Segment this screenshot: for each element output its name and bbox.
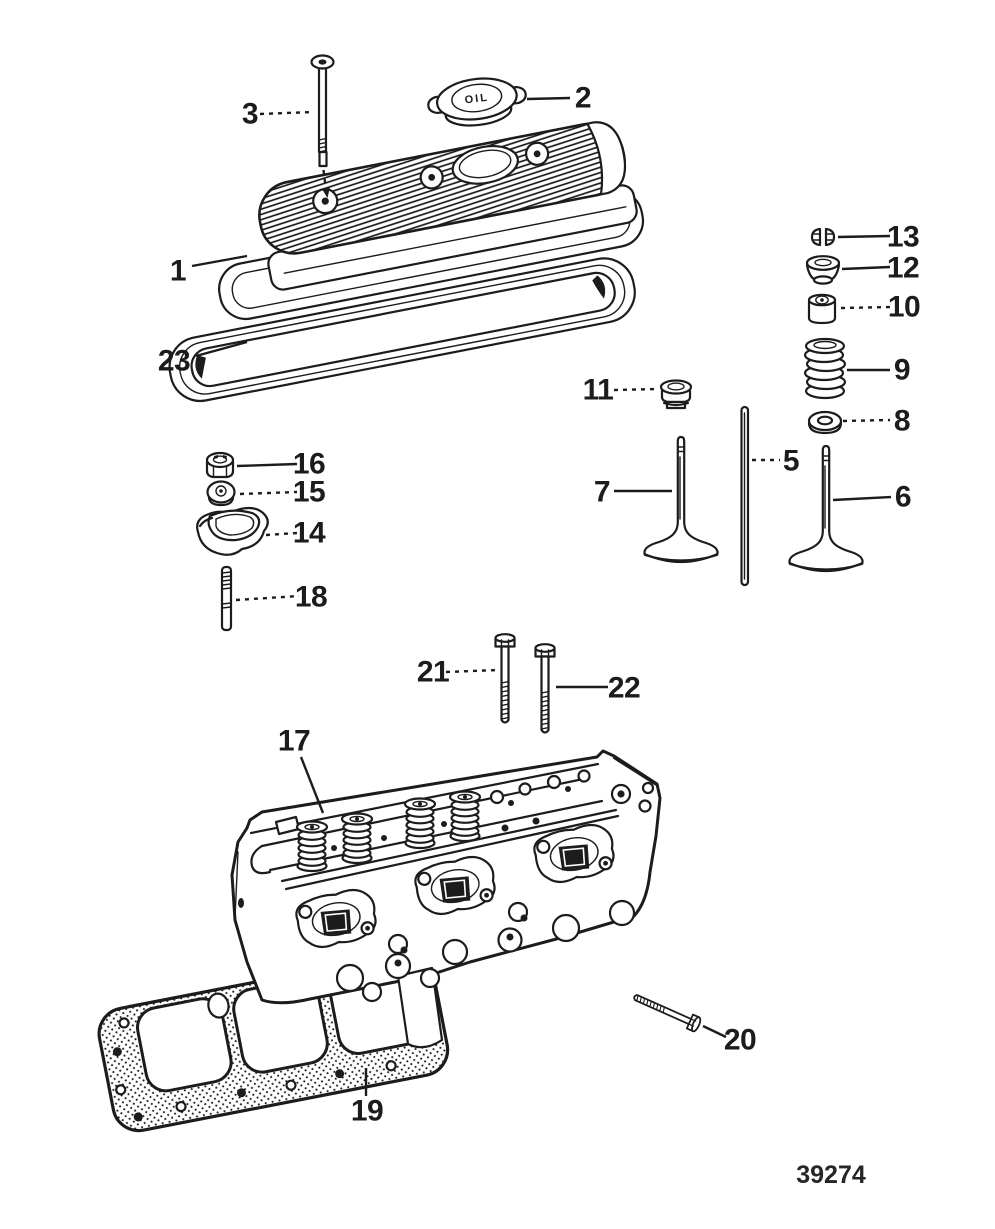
cover-screw (310, 54, 335, 198)
cylinder-head (230, 749, 662, 1049)
leader-line-15 (239, 490, 298, 496)
callout-number-6: 6 (895, 481, 911, 514)
callout-number-23: 23 (158, 345, 190, 378)
leader-line-21 (445, 668, 499, 674)
leader-line-17 (299, 756, 325, 814)
callout-number-15: 15 (293, 476, 325, 509)
valve-keepers (810, 227, 836, 247)
head-bolt-long (494, 633, 516, 724)
leader-line-1 (191, 254, 248, 268)
callout-number-21: 21 (417, 656, 449, 689)
callout-number-1: 1 (170, 255, 186, 288)
leader-line-6 (832, 495, 892, 502)
callout-number-14: 14 (293, 517, 326, 550)
callout-number-12: 12 (887, 252, 919, 285)
head-bolt-short (534, 643, 556, 734)
valve-stem-seal (659, 379, 693, 410)
push-rod (740, 405, 750, 587)
screw-pointer-line (322, 169, 328, 191)
callout-number-16: 16 (293, 448, 325, 481)
leader-line-16 (236, 462, 298, 468)
spring-seat-washer (807, 410, 843, 435)
rocker-pivot-ball (206, 480, 236, 507)
rocker-arm-stud (220, 565, 233, 632)
leader-line-8 (842, 418, 891, 423)
callout-number-8: 8 (894, 405, 910, 438)
spring-retainer (805, 255, 841, 285)
callout-number-20: 20 (724, 1024, 756, 1057)
leader-line-3 (259, 110, 314, 116)
oil-fill-cap: OIL (427, 77, 527, 127)
leader-line-23 (195, 340, 248, 358)
callout-number-7: 7 (594, 476, 610, 509)
head-bolt-small (630, 988, 703, 1034)
callout-number-5: 5 (783, 445, 799, 478)
callout-number-22: 22 (608, 672, 640, 705)
screw-pointer-arrowhead (322, 187, 330, 198)
rocker-arm-nut (205, 451, 235, 479)
intake-valve (643, 435, 719, 564)
callout-number-11: 11 (583, 374, 614, 407)
oil-cap-text: OIL (464, 92, 490, 107)
leader-line-10 (840, 305, 892, 310)
leader-line-11 (613, 387, 659, 392)
callout-number-10: 10 (888, 291, 920, 324)
callout-number-2: 2 (575, 82, 591, 115)
leader-line-12 (841, 265, 891, 271)
spring-damper-cup (807, 293, 837, 325)
leader-line-13 (837, 234, 891, 239)
leader-line-2 (526, 96, 571, 101)
callout-number-9: 9 (894, 354, 910, 387)
rocker-arm (196, 506, 269, 556)
figure-number: 39274 (796, 1161, 866, 1189)
callout-number-3: 3 (242, 98, 258, 131)
rocker-cover-gasket (168, 257, 636, 403)
leader-line-20 (702, 1024, 727, 1039)
leader-line-18 (235, 594, 300, 602)
callout-number-19: 19 (351, 1095, 383, 1128)
cylinder-head-gasket (97, 951, 450, 1133)
valve-spring (803, 337, 847, 400)
rocker-cover (218, 121, 645, 321)
callout-number-13: 13 (887, 221, 919, 254)
callout-number-18: 18 (295, 581, 327, 614)
callout-number-17: 17 (278, 725, 310, 758)
exhaust-valve (788, 444, 864, 573)
